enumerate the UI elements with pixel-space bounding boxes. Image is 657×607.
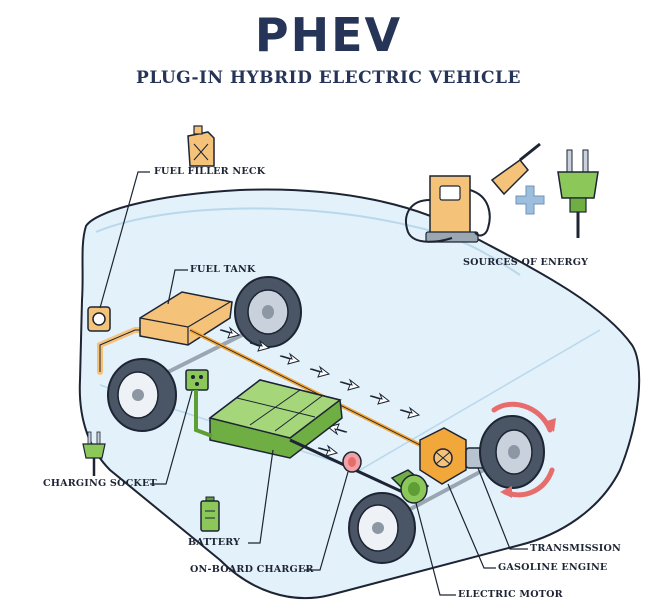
label-on-board-charger: ON-BOARD CHARGER	[190, 564, 314, 575]
fuel-filler-neck	[87, 306, 111, 332]
label-fuel-tank: FUEL TANK	[190, 264, 256, 275]
leader-lines	[99, 171, 528, 596]
battery-icon	[200, 496, 220, 532]
label-sources-of-energy: SOURCES OF ENERGY	[463, 257, 589, 268]
label-fuel-filler-neck: FUEL FILLER NECK	[154, 166, 266, 177]
label-charging-socket: CHARGING SOCKET	[43, 478, 157, 489]
battery-pack	[208, 379, 343, 459]
fuel-tank	[139, 291, 233, 346]
rotation-arrows-icon	[491, 401, 556, 498]
electric-plug-icon	[557, 149, 599, 238]
gasoline-engine	[419, 427, 467, 485]
label-electric-motor: ELECTRIC MOTOR	[458, 589, 563, 600]
fuel-pump-icon	[405, 142, 541, 243]
front-right-wheel	[479, 415, 545, 489]
label-gasoline-engine: GASOLINE ENGINE	[498, 562, 608, 573]
rear-right-wheel	[234, 276, 302, 348]
page-subtitle: PLUG-IN HYBRID ELECTRIC VEHICLE	[136, 68, 521, 88]
on-board-charger	[342, 451, 362, 473]
small-plug-icon	[82, 431, 106, 476]
rear-left-wheel	[107, 358, 177, 432]
label-battery: BATTERY	[188, 537, 241, 548]
electric-motor	[390, 469, 430, 504]
label-transmission: TRANSMISSION	[530, 543, 622, 554]
front-left-wheel	[348, 492, 416, 564]
plus-icon	[515, 185, 545, 215]
charging-socket	[185, 369, 209, 391]
jerrycan-icon	[187, 125, 215, 167]
page-title: PHEV	[254, 8, 403, 62]
